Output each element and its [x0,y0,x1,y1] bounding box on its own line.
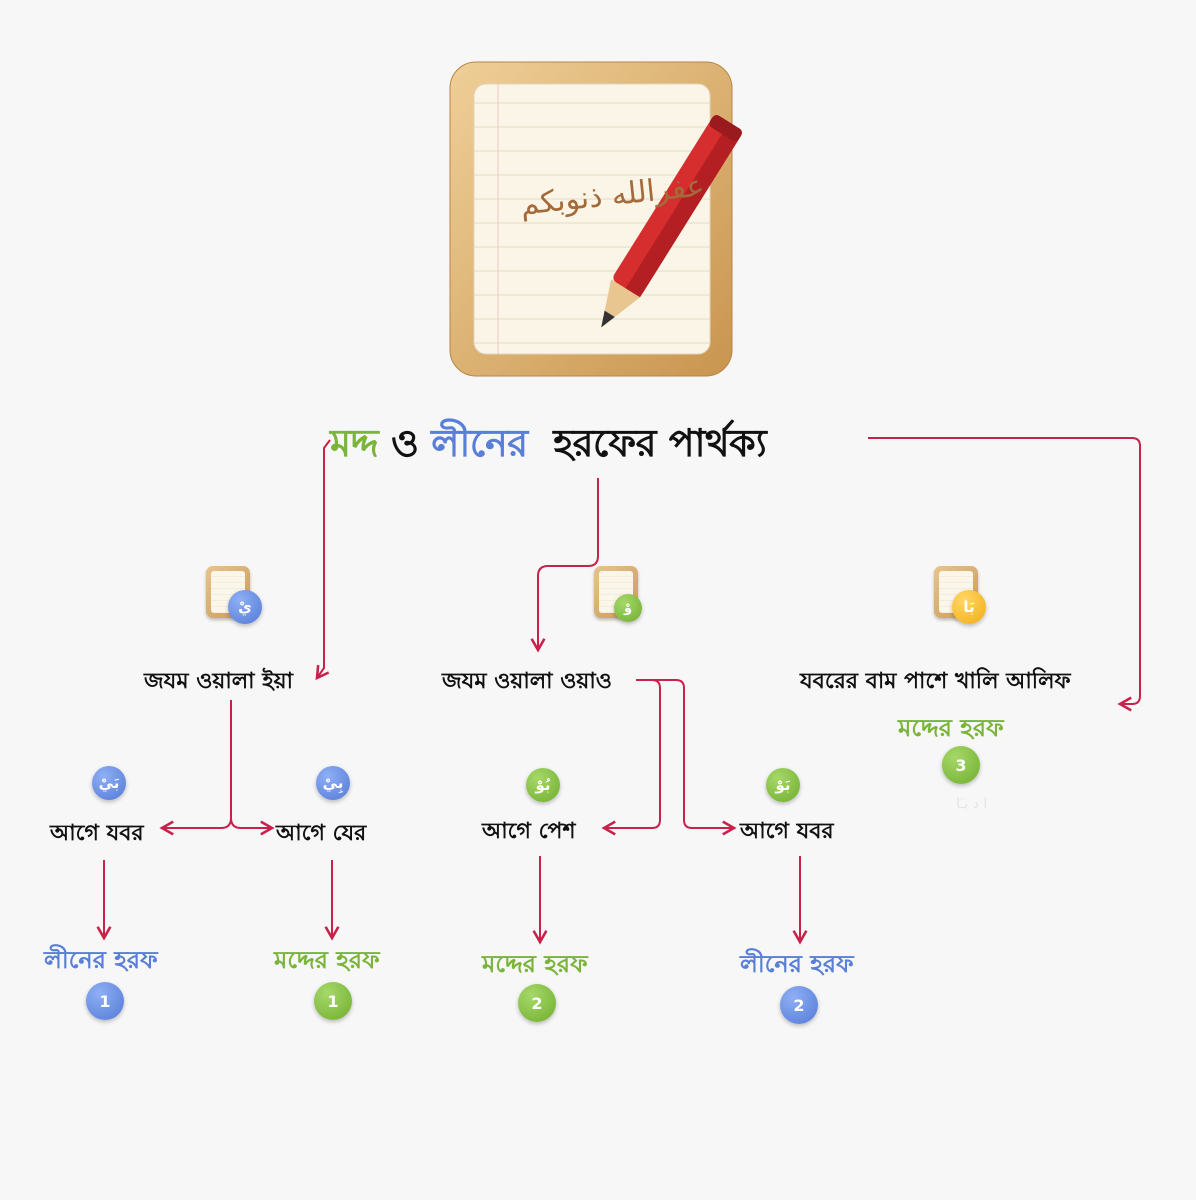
glyph-badge-waw: وْ [614,594,642,622]
arrow-title-to-alif [868,437,1141,712]
result-leen-2: লীনের হরফ [740,950,854,978]
glyph-badge-ya: يْ [228,590,262,624]
arrow-waw-to-pesh [601,679,661,836]
title-o: ও [390,421,419,465]
arrow-waw-to-zabar [636,679,737,836]
result-leen-1: লীনের হরফ [44,946,158,974]
result-madd-1: মদ্দের হরফ [274,946,380,974]
notepad-pencil-icon [449,61,742,377]
result-madd-2: মদ্দের হরফ [482,950,588,978]
glyph-badge-ya-zabar: بَيْ [92,766,126,800]
label-zazm-ya: জযম ওয়ালা ইয়া [144,669,293,694]
badge-num-leen-2: 2 [780,986,818,1024]
title-leen: লীনের [431,421,528,465]
page-title: মদ্দ ও লীনের হরফের পার্থক্য [330,414,767,478]
label-age-zabar-waw: আগে যবর [740,819,834,844]
arrow-ya-to-zer [230,817,275,836]
title-rest: হরফের পার্থক্য [553,421,767,465]
faint-arabic-text: ا د بـَا [956,796,988,812]
badge-num-3: 3 [942,746,980,784]
glyph-badge-ya-zer: بِيْ [316,766,350,800]
badge-num-leen-1: 1 [86,982,124,1020]
label-zazm-waw: জযম ওয়ালা ওয়াও [442,669,612,694]
arrow-title-to-ya [315,439,331,681]
arrow-title-to-waw [530,478,599,653]
glyph-badge-waw-zabar: بَوْ [766,768,800,802]
glyph-badge-waw-pesh: بُوْ [526,768,560,802]
glyph-badge-alif: بَا [952,590,986,624]
badge-num-madd-1: 1 [314,982,352,1020]
label-age-zer: আগে যের [276,821,367,846]
label-khali-alif: যবরের বাম পাশে খালি আলিফ [800,669,1071,694]
result-madd-3: মদ্দের হরফ [898,714,1004,742]
arrow-ya-to-zabar [159,700,232,836]
label-age-pesh: আগে পেশ [482,819,576,844]
label-age-zabar-ya: আগে যবর [50,821,144,846]
badge-num-madd-2: 2 [518,984,556,1022]
title-madd: মদ্দ [330,421,379,465]
